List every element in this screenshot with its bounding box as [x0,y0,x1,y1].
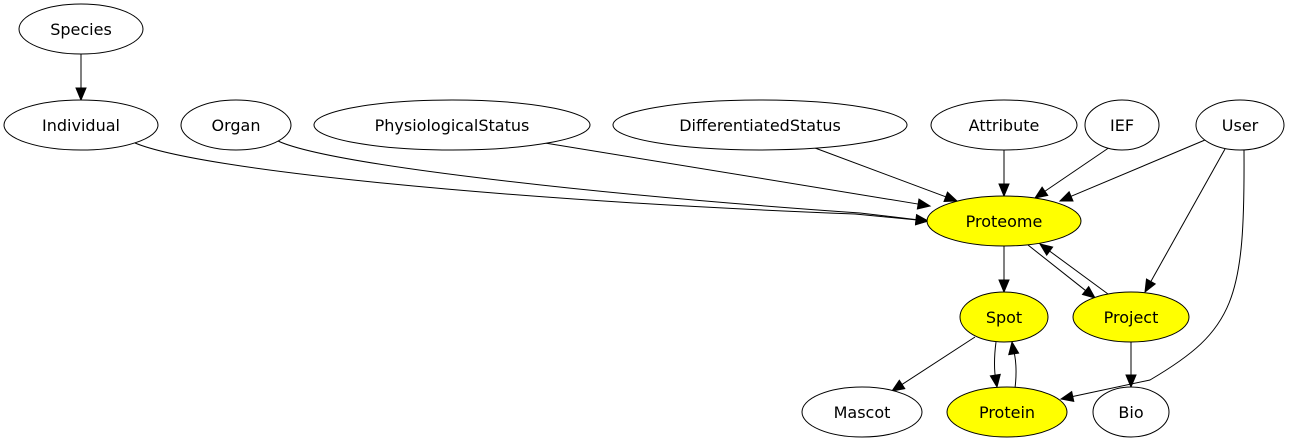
arrowhead-icon [998,279,1010,294]
edge-line [1150,148,1226,282]
arrowhead-icon [989,373,1001,389]
node-label: User [1222,116,1259,135]
edge-line [1049,250,1109,295]
node-physiological-status: PhysiologicalStatus [313,99,591,151]
edge-spot-to-protein [989,341,1001,389]
edge-line [1012,348,1017,389]
arrowhead-icon [1059,390,1075,403]
node-shape [946,386,1068,438]
edge-user-to-project [1144,148,1226,294]
edge-species-to-individual [75,54,87,102]
arrowhead-icon [75,87,87,102]
arrowhead-icon [1125,374,1137,389]
node-shape [612,99,908,151]
node-label: Mascot [834,403,891,422]
edge-attribute-to-proteome [998,150,1010,198]
edge-line [134,142,917,221]
edge-line [994,341,997,381]
node-label: Proteome [966,212,1043,231]
edge-line [1044,146,1111,192]
node-label: Organ [212,116,261,135]
node-shape [1092,386,1170,438]
edge-line [277,140,917,221]
node-individual: Individual [3,99,159,151]
node-shape [3,99,159,151]
edge-line [814,147,946,198]
node-shape [801,386,923,438]
edge-line [1070,139,1206,197]
arrowhead-icon [1033,186,1049,199]
node-label: PhysiologicalStatus [375,116,530,135]
edge-protein-to-spot [1008,340,1020,389]
arrowhead-icon [916,198,932,210]
edge-ief-to-proteome [1033,146,1111,199]
edge-differentiated-status-to-proteome [814,147,959,203]
node-shape [930,99,1078,151]
node-label: Attribute [969,116,1040,135]
arrowhead-icon [998,183,1010,198]
node-label: Individual [42,116,120,135]
edge-line [901,336,976,385]
arrowhead-icon [943,191,959,203]
node-shape [18,3,144,55]
edge-proteome-to-project [1027,244,1097,299]
node-label: Spot [986,308,1022,327]
arrowhead-icon [1038,243,1054,257]
node-shape [1195,99,1285,151]
edge-user-to-proteome [1058,139,1206,202]
arrowhead-icon [890,379,906,392]
node-label: Project [1104,308,1159,327]
node-shape [926,195,1082,247]
arrowhead-icon [1144,278,1157,294]
node-differentiated-status: DifferentiatedStatus [612,99,908,151]
node-user: User [1195,99,1285,151]
node-shape [180,99,292,151]
node-mascot: Mascot [801,386,923,438]
edge-line [1027,244,1086,291]
edge-user-to-protein [1059,149,1245,403]
node-shape [1072,291,1190,343]
node-proteome: Proteome [926,195,1082,247]
node-shape [1084,99,1160,151]
node-label: Protein [979,403,1035,422]
node-label: Bio [1118,403,1143,422]
arrowhead-icon [914,213,930,226]
node-label: Species [50,20,112,39]
node-bio: Bio [1092,386,1170,438]
node-label: IEF [1110,116,1134,135]
node-organ: Organ [180,99,292,151]
arrowhead-icon [1081,285,1097,299]
edges-layer [75,54,1245,403]
arrowhead-icon [1008,340,1020,356]
node-spot: Spot [959,291,1049,343]
edge-project-to-bio [1125,342,1137,389]
node-label: DifferentiatedStatus [679,116,841,135]
node-project: Project [1072,291,1190,343]
node-shape [959,291,1049,343]
edge-organ-to-proteome [277,140,930,226]
node-shape [313,99,591,151]
edge-line [1072,149,1245,397]
node-ief: IEF [1084,99,1160,151]
edge-physiological-status-to-proteome [544,142,932,210]
edge-line [544,142,919,205]
node-protein: Protein [946,386,1068,438]
node-species: Species [18,3,144,55]
edge-spot-to-mascot [890,336,976,392]
node-attribute: Attribute [930,99,1078,151]
arrowhead-icon [1058,190,1074,202]
edge-project-to-proteome [1038,243,1109,295]
edge-proteome-to-spot [998,246,1010,294]
